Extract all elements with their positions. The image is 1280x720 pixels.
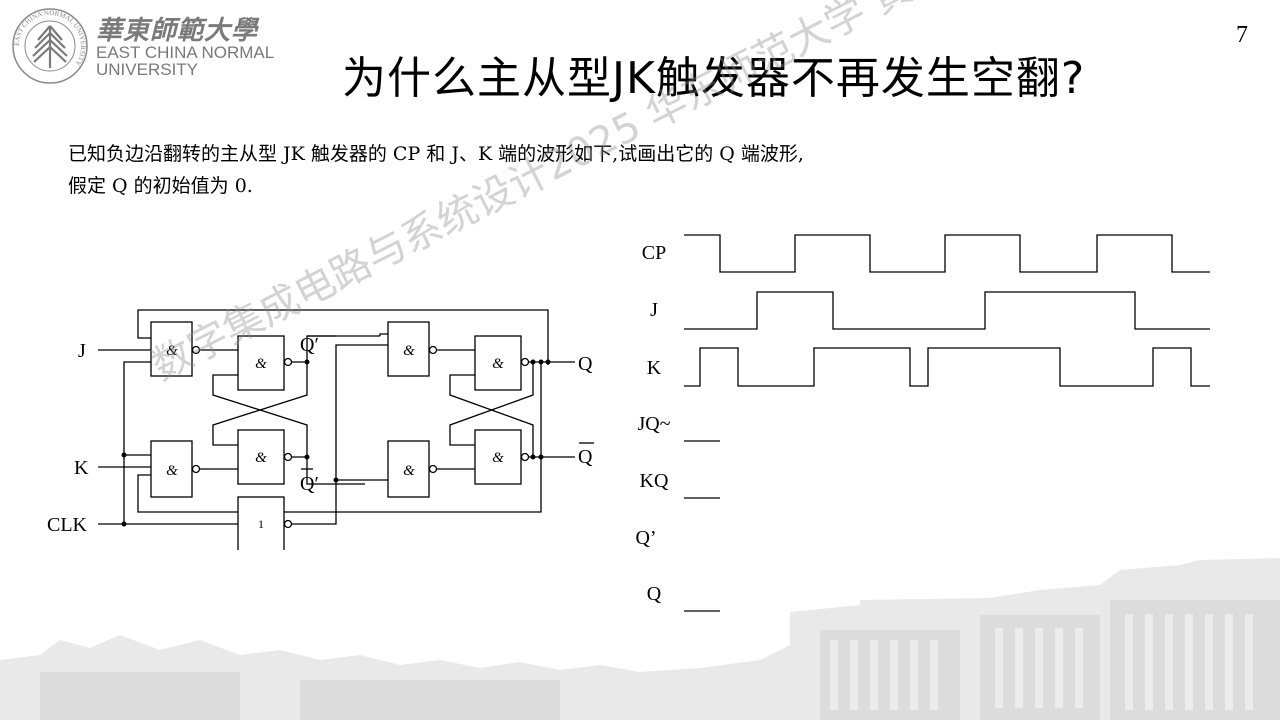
signal-label-kq: KQ: [640, 470, 669, 492]
signal-label-q: Q: [647, 583, 662, 605]
output-label-q: Q: [578, 353, 593, 375]
signal-label-cp: CP: [642, 242, 666, 264]
university-name-en-line2: UNIVERSITY: [96, 60, 199, 79]
waveform-j: [684, 291, 1210, 330]
gate-symbol: &: [255, 450, 267, 466]
and-gate-slave-latch-top: [474, 335, 522, 391]
gate-symbol: &: [492, 356, 504, 372]
signal-label-q-prime: Q’: [635, 527, 656, 549]
slide-title: 为什么主从型JK触发器不再发生空翻?: [342, 53, 1086, 104]
gate-symbol: &: [166, 343, 178, 359]
university-name-cn: 華東師範大學: [96, 16, 259, 46]
waveform-cp: [684, 234, 1210, 273]
signal-label-jq: JQ~: [637, 413, 670, 435]
university-name-en-line1: EAST CHINA NORMAL: [96, 43, 275, 62]
jk-flipflop-circuit: & & & & & & & & 1 J K CLK Q′ Q′ Q Q: [47, 309, 594, 550]
signal-label-k: K: [647, 357, 662, 379]
problem-line-1: 已知负边沿翻转的主从型 JK 触发器的 CP 和 J、K 端的波形如下,试画出它…: [68, 143, 804, 165]
output-label-q-bar: Q: [578, 446, 593, 468]
page-number: 7: [1236, 22, 1248, 48]
gate-symbol: &: [255, 356, 267, 372]
inverter-symbol: 1: [258, 517, 264, 531]
input-label-j: J: [78, 340, 86, 362]
inverter-gate: [237, 496, 285, 550]
timing-diagram: CP J K JQ~ KQ Q’ Q: [635, 234, 1210, 612]
university-seal-icon: EAST CHINA NORMAL UNIVERSITY: [12, 8, 88, 84]
waveform-k: [684, 347, 1210, 387]
university-logo: EAST CHINA NORMAL UNIVERSITY 華東師範大學 EAST…: [10, 6, 300, 86]
gate-symbol: &: [403, 463, 415, 479]
problem-line-2: 假定 Q 的初始值为 0.: [68, 175, 253, 197]
and-gate-master-latch-top: [237, 335, 285, 391]
and-gate-slave-latch-bottom: [474, 429, 522, 485]
signal-label-j: J: [650, 299, 658, 321]
and-gate-master-latch-bottom: [237, 429, 285, 485]
gate-symbol: &: [492, 450, 504, 466]
label-q-prime: Q′: [300, 334, 319, 356]
and-gate-master-k: [150, 440, 193, 498]
input-label-k: K: [74, 457, 89, 479]
wire-qbar-feedback: [137, 458, 542, 513]
gate-symbol: &: [166, 463, 178, 479]
input-label-clk: CLK: [47, 514, 88, 536]
and-gate-master-j: [150, 321, 193, 377]
wire-q-feedback: [137, 309, 549, 365]
gate-symbol: &: [403, 343, 415, 359]
and-gate-slave-bottom: [387, 440, 430, 498]
problem-statement: 已知负边沿翻转的主从型 JK 触发器的 CP 和 J、K 端的波形如下,试画出它…: [68, 138, 804, 202]
label-q-prime-bar: Q′: [300, 473, 319, 495]
